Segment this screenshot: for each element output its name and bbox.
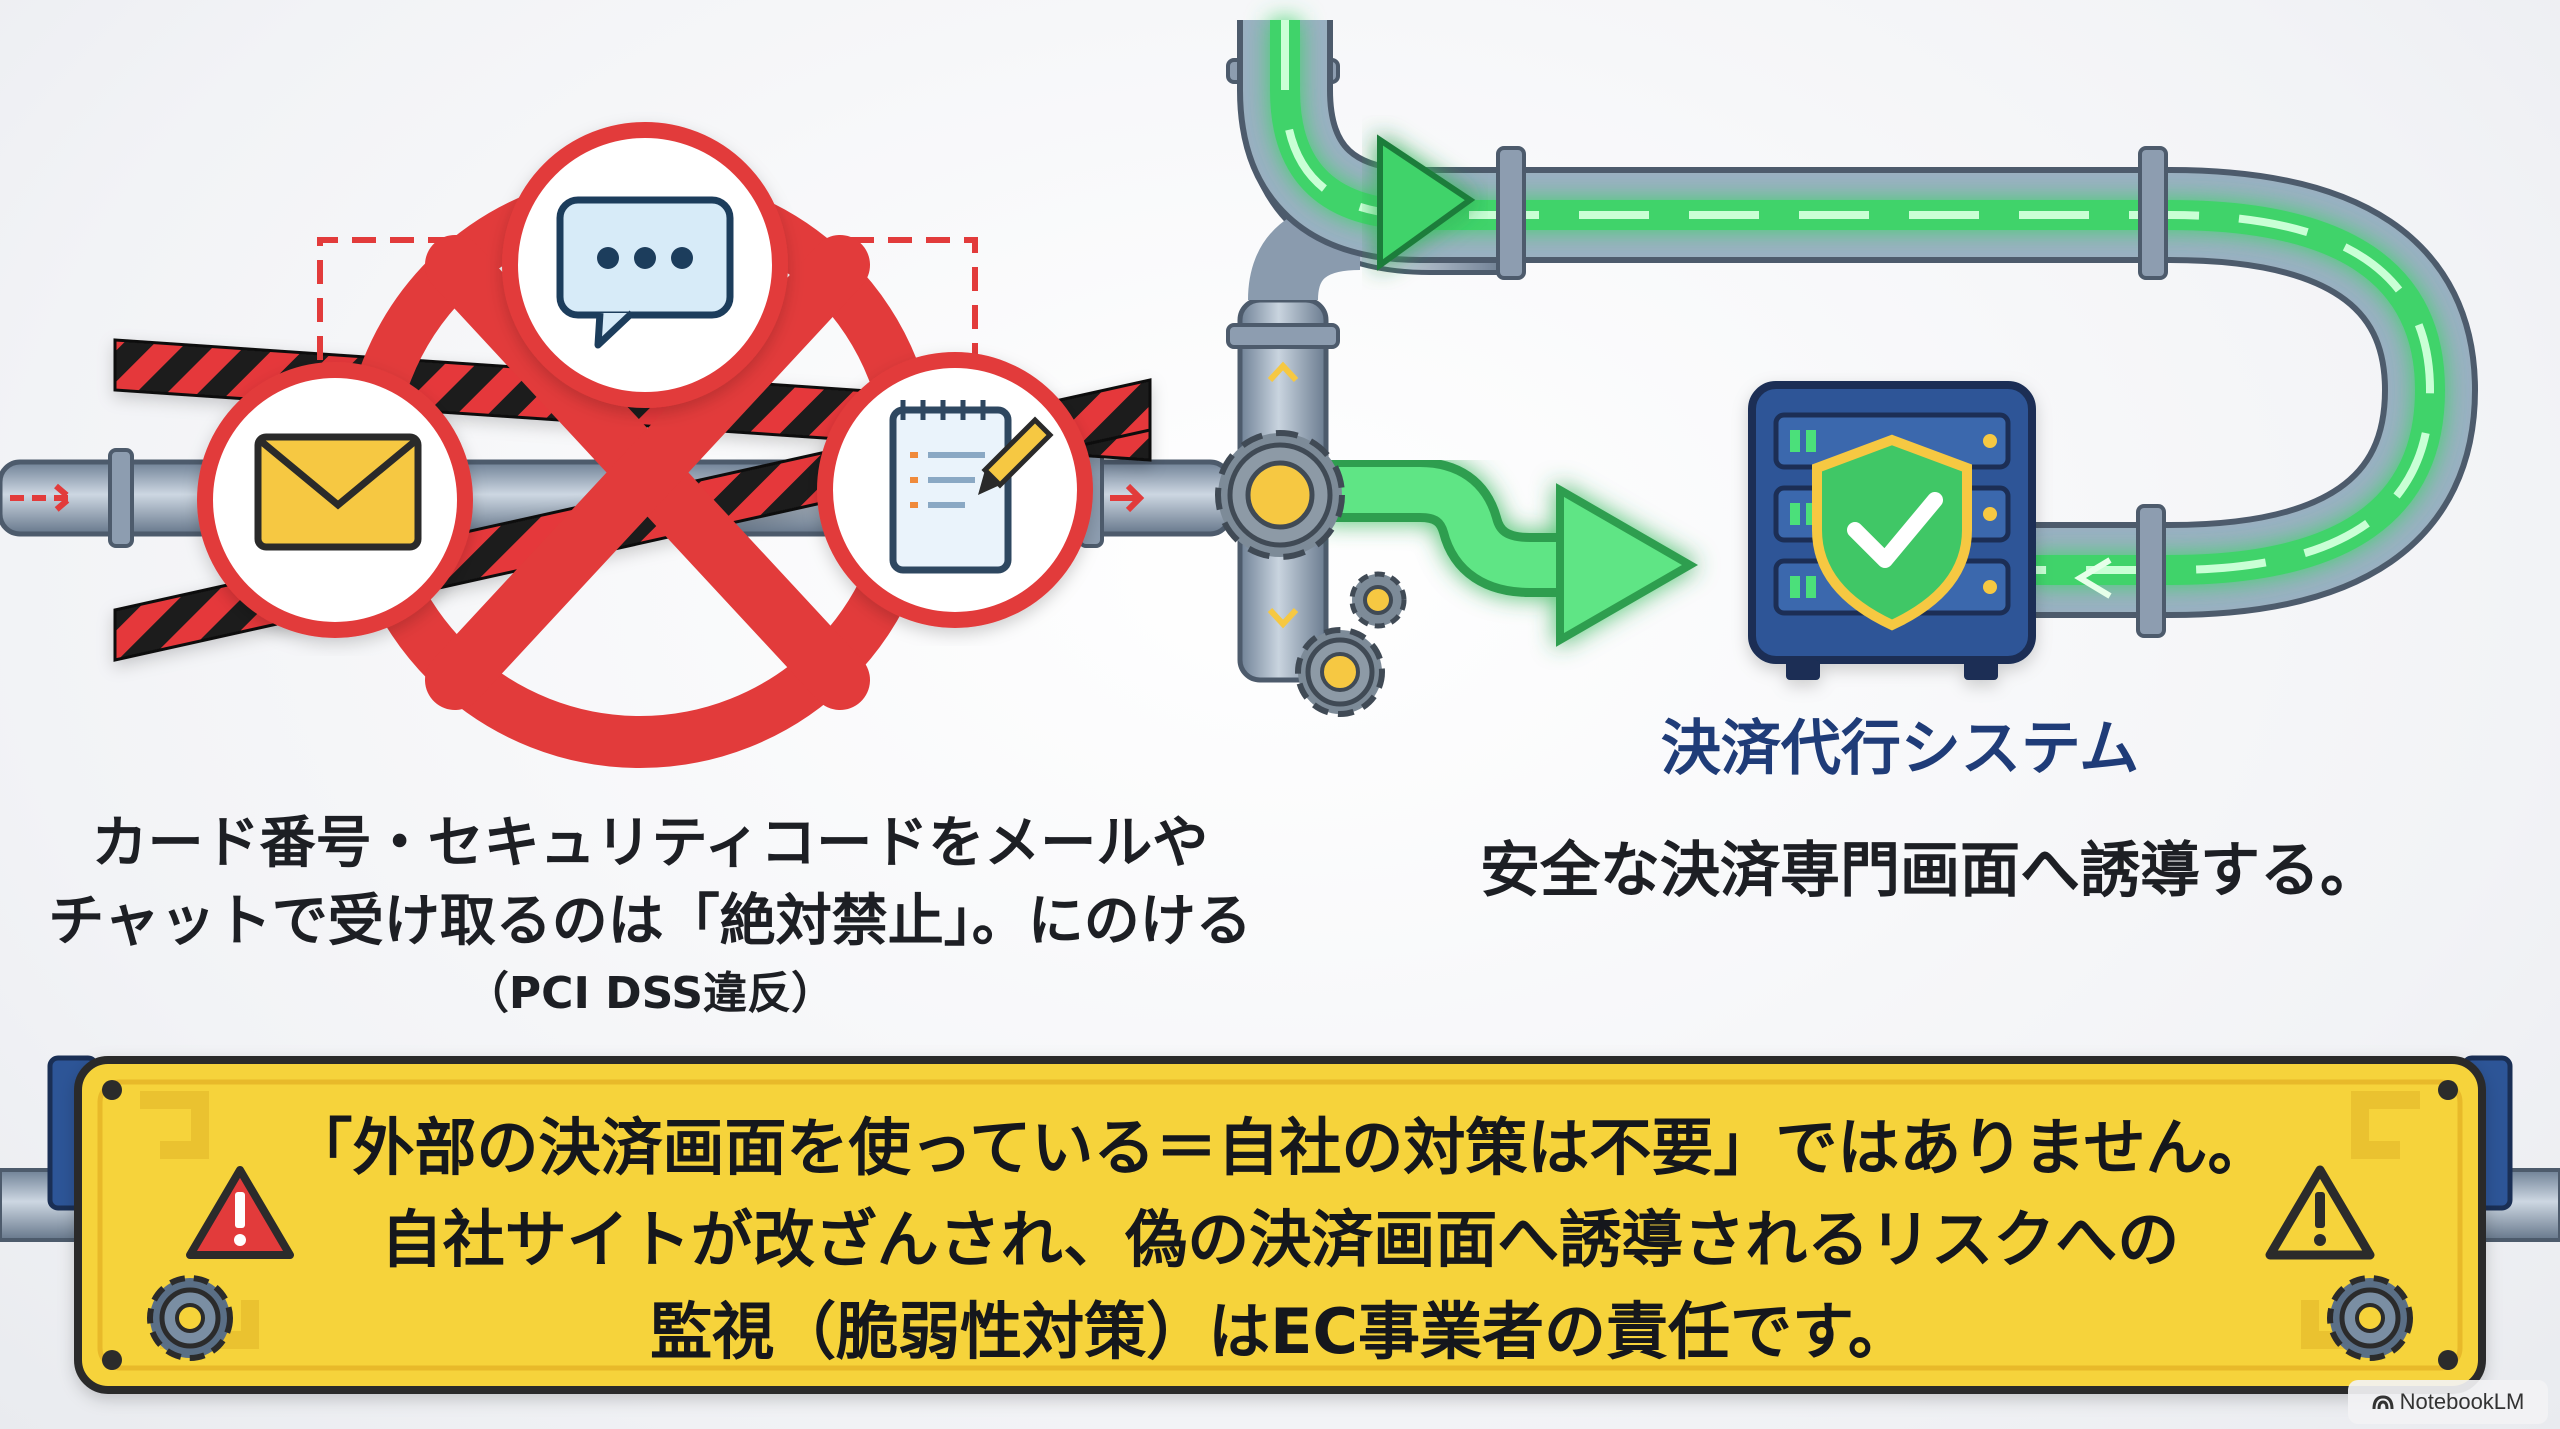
envelope-icon [197,362,473,638]
notepad-pencil-icon [817,352,1093,628]
warning-triangle-icon [2265,1165,2375,1260]
warning-text: 「外部の決済画面を使っている＝自社の対策は不要」ではありません。 自社サイトが改… [260,1102,2300,1378]
watermark: NotebookLM [2348,1380,2548,1424]
warning-line: 監視（脆弱性対策）はEC事業者の責任です。 [650,1295,1910,1368]
warning-banner [0,1055,2560,1394]
caption-note: （PCI DSS違反） [464,968,836,1019]
payment-system-label: 決済代行システム [1660,714,2140,784]
gear-icon [147,1275,2413,1361]
secure-route-arrow [1320,458,1699,647]
warning-line: 「外部の決済画面を使っている＝自社の対策は不要」ではありません。 [290,1111,2270,1184]
secure-top-pipe [1237,20,2479,638]
secure-route-caption: 安全な決済専門画面へ誘導する。 [1480,836,2380,906]
prohibition-caption: カード番号・セキュリティコードをメールや チャットで受け取るのは「絶対禁止」。に… [40,805,1260,1027]
flow-arrow [1377,134,1476,271]
gear-icon [1215,430,1407,717]
chat-bubble-icon [502,122,788,408]
watermark-text: NotebookLM [2399,1389,2525,1414]
notebooklm-logo-icon [2372,1395,2394,1410]
caption-line: チャットで受け取るのは「絶対禁止」。にのける [48,889,1252,954]
warning-triangle-icon [186,1166,294,1259]
server-shield-icon [1748,381,2036,680]
warning-line: 自社サイトが改ざんされ、偽の決済画面へ誘導されるリスクへの [380,1203,2180,1276]
caption-line: カード番号・セキュリティコードをメールや [91,811,1209,876]
